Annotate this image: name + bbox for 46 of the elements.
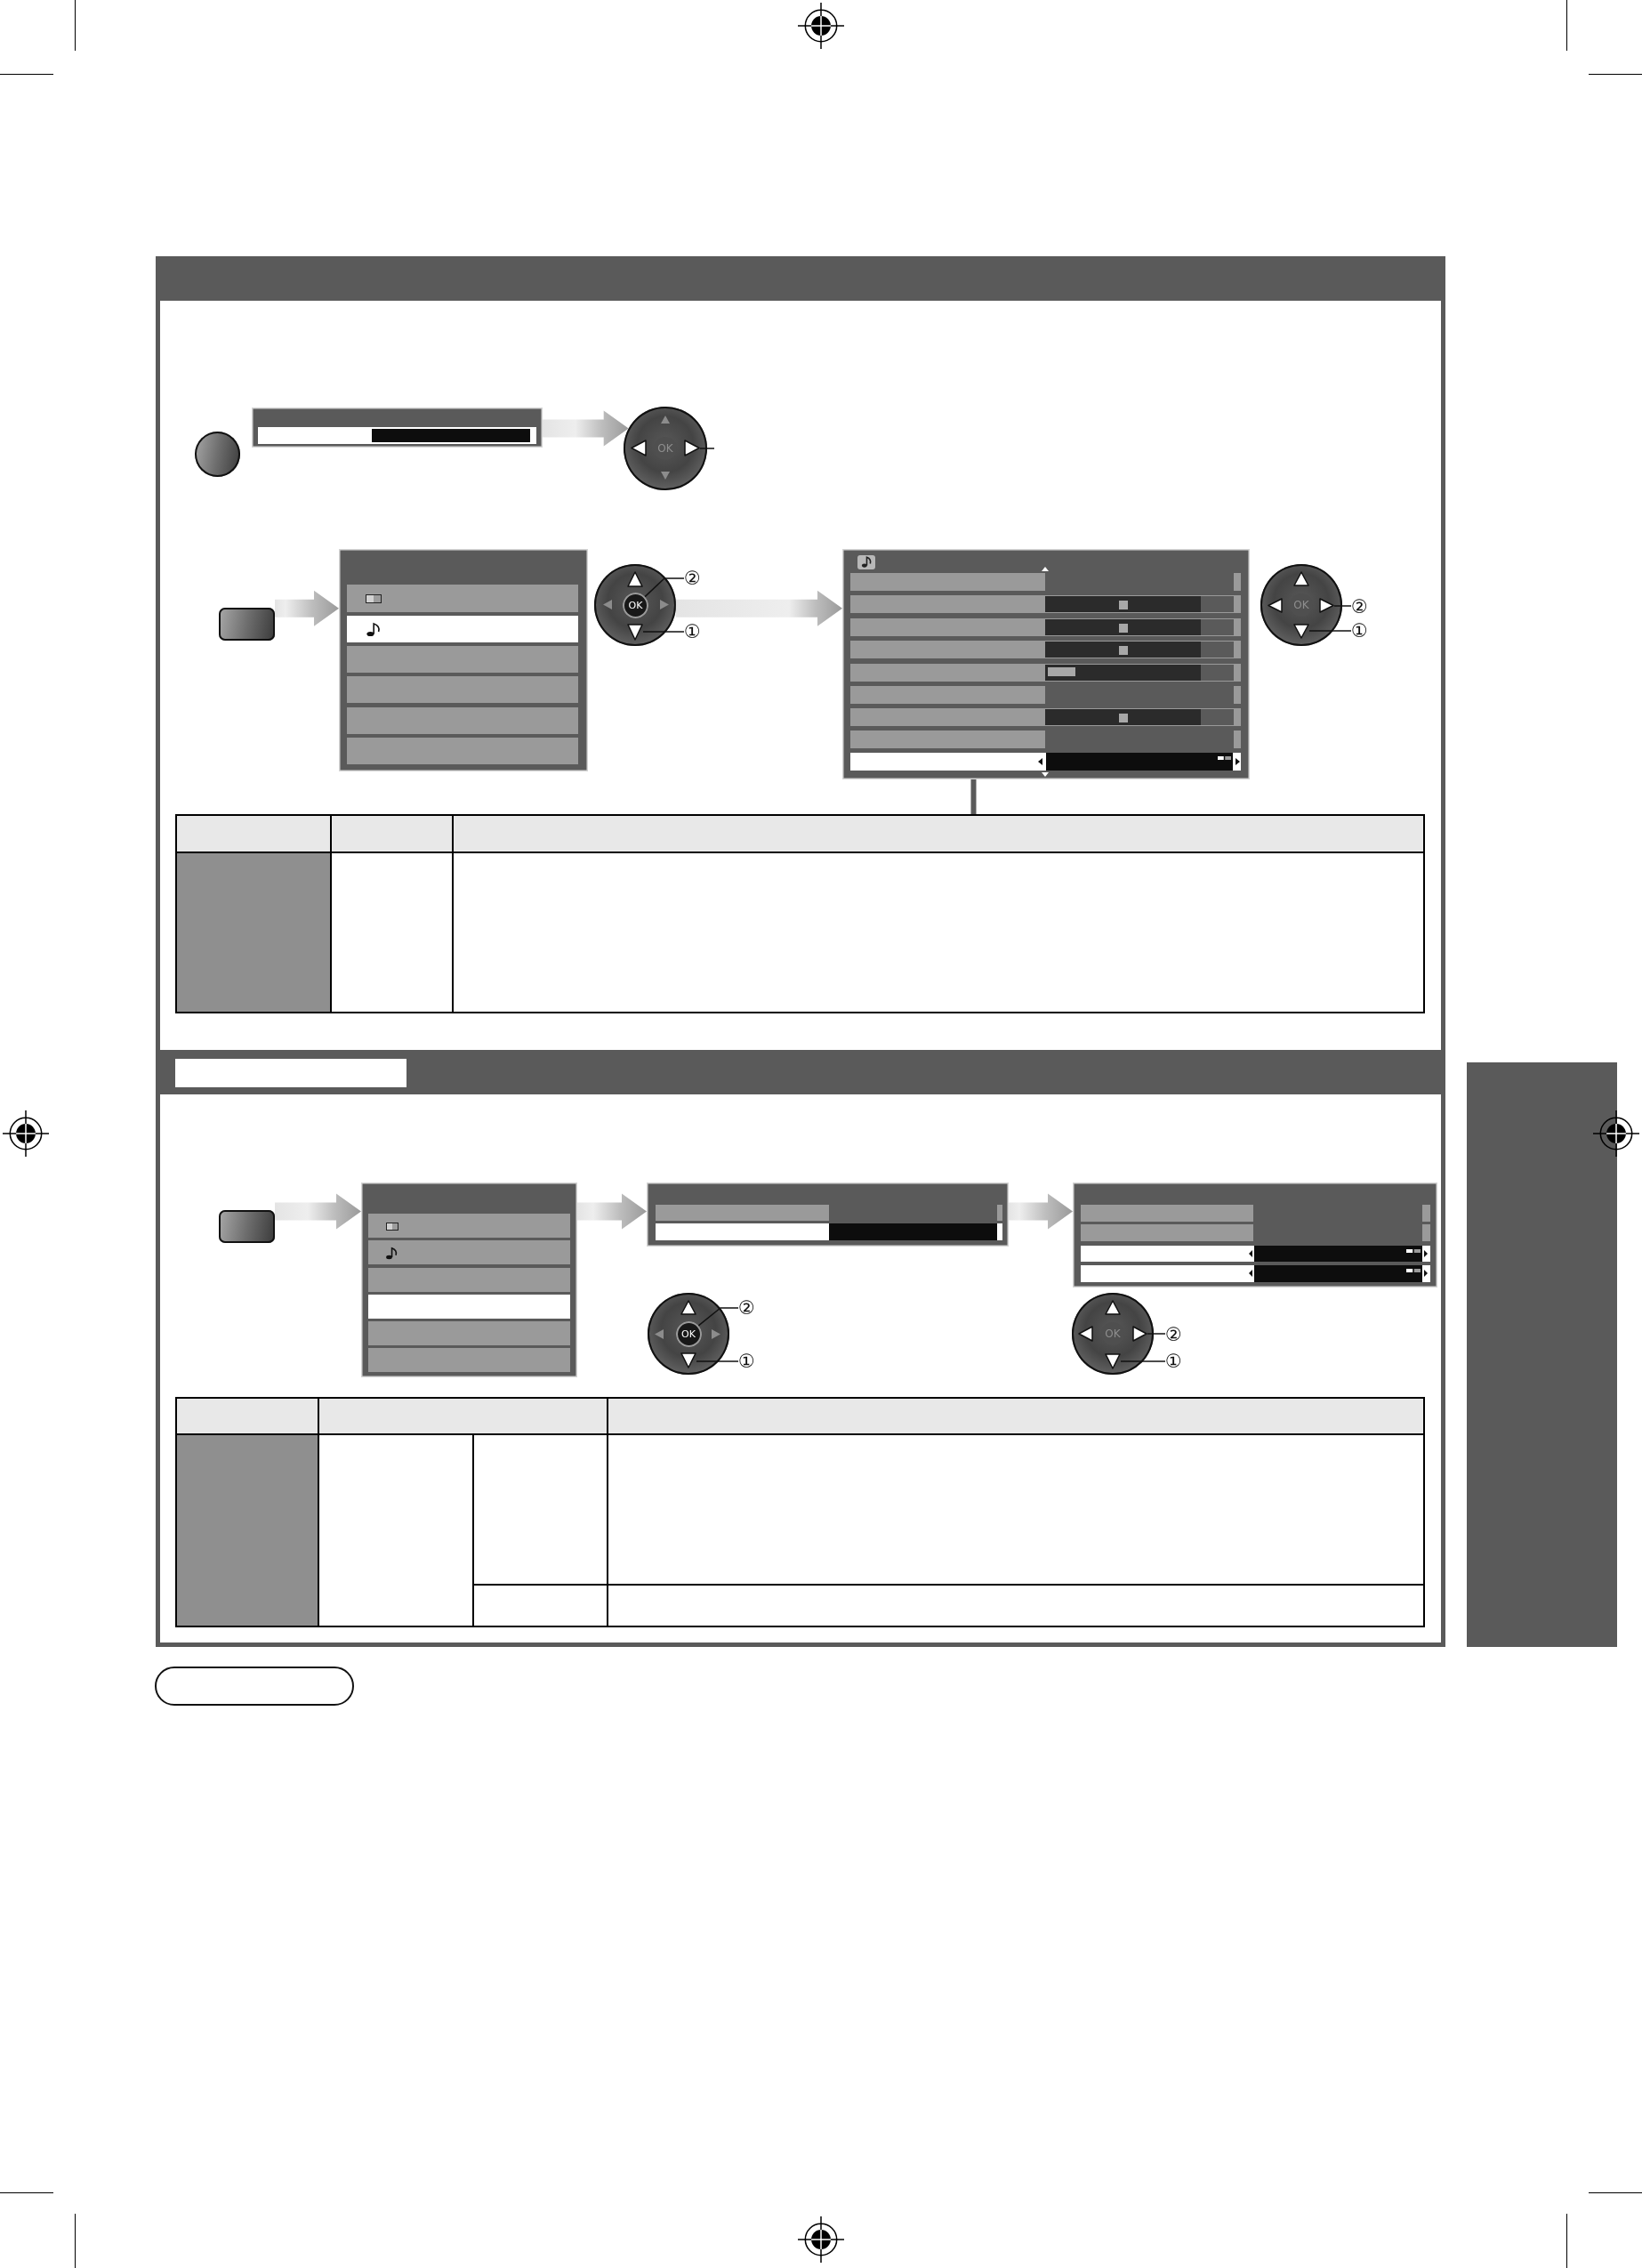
callout-number: ② bbox=[684, 568, 701, 589]
down-arrow-icon bbox=[1293, 624, 1309, 639]
side-tab bbox=[1467, 1062, 1617, 1647]
arrow bbox=[577, 1193, 647, 1230]
menu-screen bbox=[252, 408, 543, 448]
ok-button: OK bbox=[623, 593, 648, 618]
menu-screen bbox=[842, 549, 1250, 779]
leader-line bbox=[697, 1307, 739, 1327]
ok-button: OK bbox=[675, 1320, 702, 1347]
callout-number: ② bbox=[738, 1297, 755, 1319]
callout-number: ① bbox=[1351, 620, 1368, 642]
leader-line bbox=[642, 631, 685, 633]
leader-line bbox=[1333, 605, 1352, 607]
down-arrow-icon bbox=[680, 1352, 696, 1368]
connector-line bbox=[970, 779, 977, 814]
leader-line bbox=[644, 577, 685, 598]
callout-number: ① bbox=[684, 621, 701, 642]
menu-screen bbox=[361, 1182, 577, 1377]
table bbox=[175, 814, 1425, 1013]
round-button bbox=[195, 432, 240, 477]
remote-button bbox=[219, 608, 275, 641]
down-arrow-icon bbox=[627, 624, 643, 641]
callout-number: ② bbox=[1351, 596, 1368, 617]
title-tab bbox=[175, 1059, 406, 1087]
right-arrow-icon bbox=[1319, 598, 1334, 613]
right-arrow-icon bbox=[684, 440, 700, 456]
leader-line bbox=[699, 448, 715, 449]
remote-button bbox=[219, 1210, 275, 1243]
note-tag bbox=[155, 1667, 354, 1706]
menu-screen bbox=[339, 549, 588, 771]
leader-line bbox=[1120, 1360, 1166, 1362]
callout-number: ② bbox=[1165, 1324, 1182, 1345]
down-arrow-icon bbox=[1105, 1353, 1121, 1369]
menu-screen bbox=[647, 1182, 1009, 1247]
leader-line bbox=[1308, 630, 1352, 632]
menu-screen bbox=[1073, 1182, 1437, 1287]
arrow bbox=[275, 590, 339, 626]
arrow bbox=[675, 590, 842, 626]
callout-number: ① bbox=[1165, 1351, 1182, 1372]
leader-line bbox=[696, 1360, 739, 1362]
callout-number: ① bbox=[738, 1351, 755, 1372]
right-arrow-icon bbox=[1132, 1326, 1147, 1342]
arrow bbox=[1009, 1193, 1073, 1230]
arrow bbox=[543, 410, 629, 447]
leader-line bbox=[1147, 1333, 1166, 1335]
arrow bbox=[275, 1193, 361, 1230]
